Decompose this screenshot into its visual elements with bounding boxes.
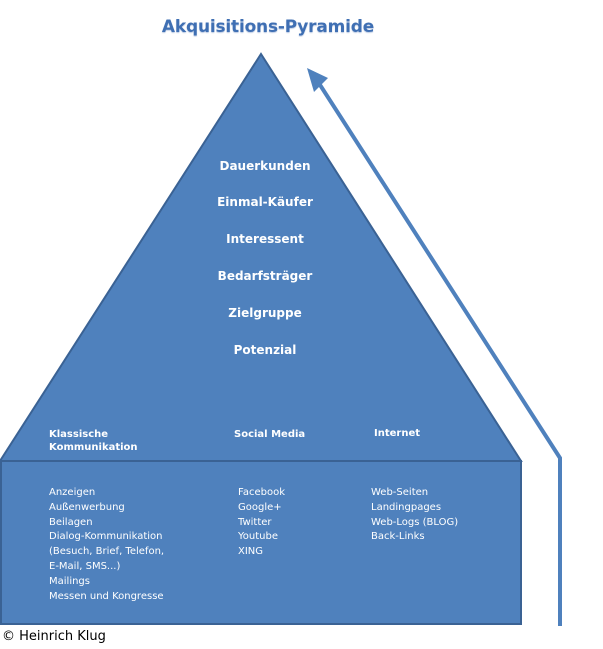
column-heading-line: Klassische bbox=[49, 429, 109, 440]
column-heading-klassische: Klassische Kommunikation bbox=[49, 428, 138, 454]
upward-arrow-line bbox=[311, 72, 562, 626]
list-item: Landingpages bbox=[371, 501, 442, 513]
list-item: Web-Logs (BLOG) bbox=[371, 516, 459, 528]
list-item: Mailings bbox=[49, 575, 90, 587]
list-item: E-Mail, SMS...) bbox=[49, 560, 121, 572]
level-dauerkunden: Dauerkunden bbox=[219, 159, 311, 173]
pyramid-base-block bbox=[0, 460, 522, 625]
level-interessent: Interessent bbox=[226, 232, 304, 246]
level-bedarfstraeger: Bedarfsträger bbox=[217, 269, 313, 283]
list-item: Google+ bbox=[238, 501, 282, 513]
pyramid-triangle bbox=[0, 52, 523, 462]
list-item: Youtube bbox=[238, 531, 278, 543]
list-item: Web-Seiten bbox=[371, 487, 429, 498]
list-item: Messen und Kongresse bbox=[49, 590, 164, 602]
list-item: Dialog-Kommunikation bbox=[49, 531, 163, 543]
column-heading-internet: Internet bbox=[374, 428, 421, 439]
level-zielgruppe: Zielgruppe bbox=[228, 306, 302, 320]
list-item: Twitter bbox=[238, 516, 272, 528]
list-item: Anzeigen bbox=[49, 487, 96, 498]
column-list-internet: Web-Seiten Landingpages Web-Logs (BLOG) … bbox=[371, 486, 458, 545]
column-list-social-media: Facebook Google+ Twitter Youtube XING bbox=[238, 486, 285, 560]
list-item: XING bbox=[238, 546, 264, 558]
list-item: Back-Links bbox=[371, 531, 425, 543]
list-item: (Besuch, Brief, Telefon, bbox=[49, 546, 165, 558]
list-item: Außenwerbung bbox=[49, 501, 125, 513]
column-heading-social-media: Social Media bbox=[234, 429, 306, 440]
level-potenzial: Potenzial bbox=[233, 343, 297, 357]
level-einmal-kaeufer: Einmal-Käufer bbox=[217, 195, 313, 209]
copyright-notice: © Heinrich Klug bbox=[2, 629, 106, 644]
diagram-title: Akquisitions-Pyramide bbox=[161, 17, 375, 37]
arrow-head-icon bbox=[307, 68, 328, 92]
column-heading-line: Kommunikation bbox=[49, 442, 138, 453]
list-item: Beilagen bbox=[49, 516, 93, 528]
column-list-klassische: Anzeigen Außenwerbung Beilagen Dialog-Ko… bbox=[49, 486, 164, 604]
list-item: Facebook bbox=[238, 487, 285, 498]
